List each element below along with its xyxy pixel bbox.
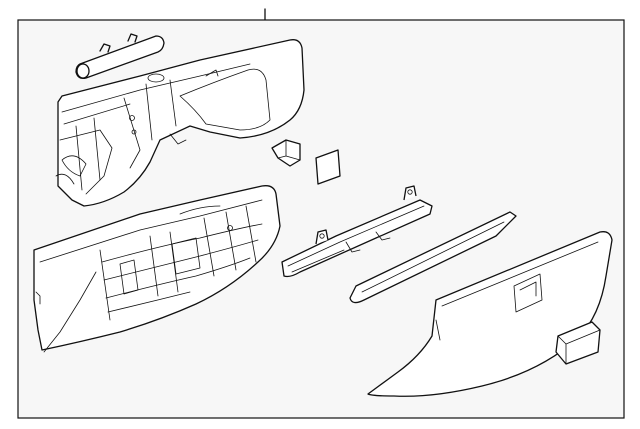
pad[interactable]: [315, 149, 341, 185]
glove-box-bin[interactable]: [33, 185, 281, 353]
latch-cover[interactable]: [555, 321, 601, 365]
clip[interactable]: [271, 139, 301, 167]
trim-strip[interactable]: [349, 211, 517, 304]
bracket-rod[interactable]: [75, 33, 165, 80]
glove-box-hinge-bar[interactable]: [281, 185, 433, 278]
glove-box-door[interactable]: [367, 231, 613, 397]
upper-dash-frame[interactable]: [55, 39, 305, 207]
